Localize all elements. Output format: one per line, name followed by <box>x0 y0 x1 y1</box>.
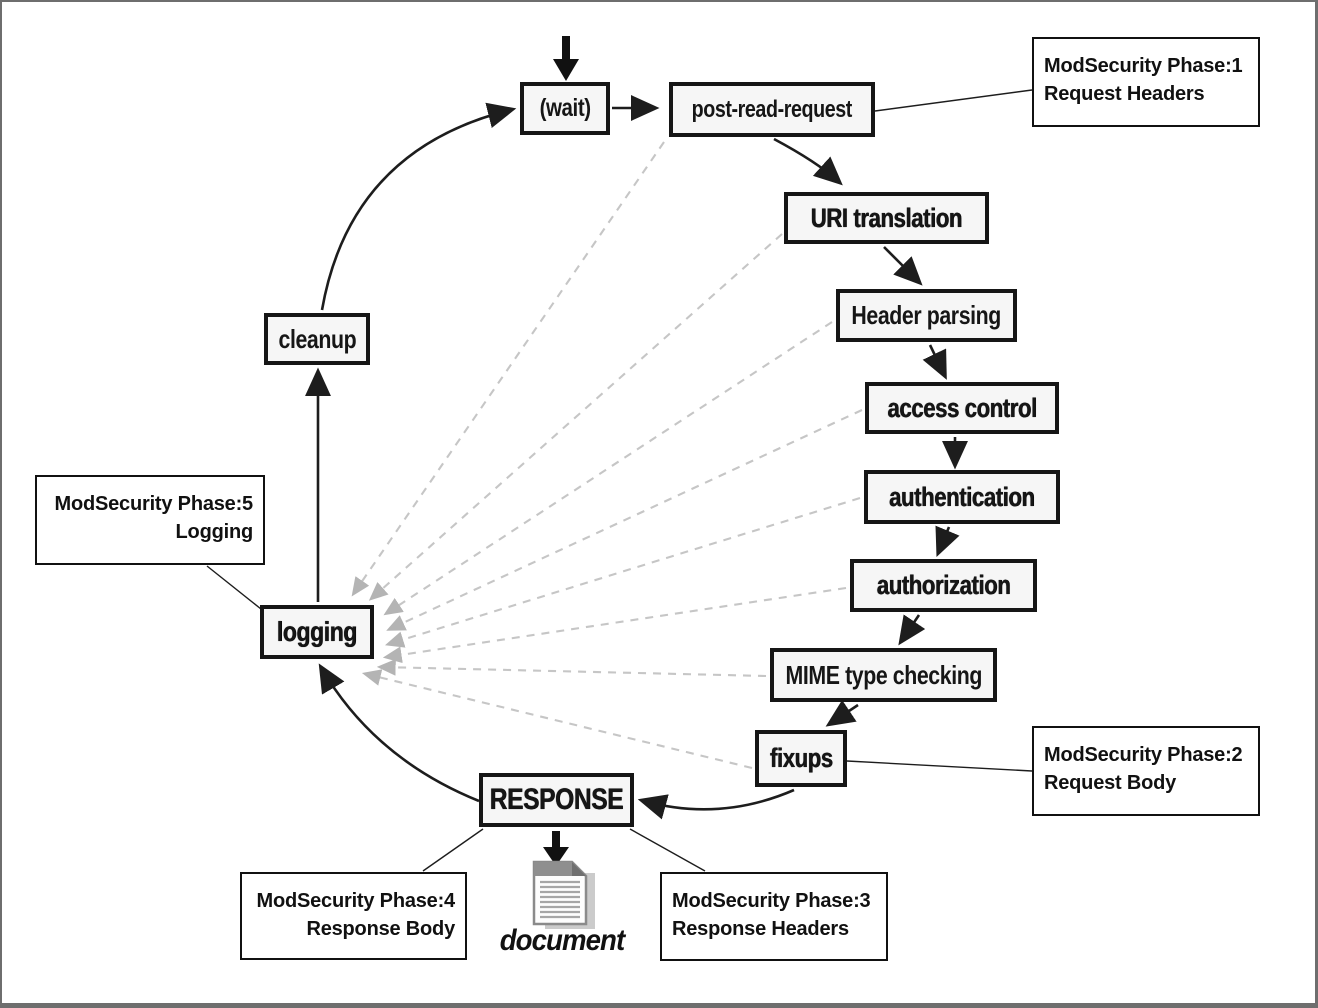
node-fixups-label: fixups <box>769 743 833 773</box>
callout-phase-5: ModSecurity Phase:5 Logging <box>35 475 265 565</box>
node-response: RESPONSE <box>479 773 634 827</box>
arrow-uri-to-header-parsing <box>883 246 923 286</box>
node-fixups: fixups <box>755 730 847 787</box>
arrow-header-to-access-control <box>922 344 947 380</box>
document-icon <box>532 860 595 929</box>
node-logging-label: logging <box>276 616 357 647</box>
connector-phase5 <box>206 565 262 610</box>
callout-phase-4: ModSecurity Phase:4 Response Body <box>240 872 467 960</box>
arrow-fixups-to-response <box>637 788 795 820</box>
connector-phase1 <box>874 89 1033 112</box>
node-wait-label: (wait) <box>539 94 591 122</box>
dashed-header-parsing-to-logging <box>383 321 833 616</box>
arrow-mime-to-fixups <box>825 699 859 727</box>
node-post-read-request-label: post-read-request <box>691 95 853 123</box>
dashed-uri-translation-to-logging <box>368 233 783 601</box>
node-uri-translation-label: URI translation <box>810 202 963 233</box>
node-response-label: RESPONSE <box>489 783 624 816</box>
node-access-control: access control <box>865 382 1059 434</box>
flow-arrows <box>305 95 968 820</box>
connector-phase2 <box>846 760 1033 772</box>
document-label: document <box>499 924 625 957</box>
connector-phase4 <box>422 828 484 872</box>
arrow-post-read-request-to-uri <box>773 137 843 186</box>
dashed-post-read-request-to-logging <box>351 141 665 597</box>
response-to-document-arrow <box>543 831 569 866</box>
arrow-authorization-to-mime <box>898 614 926 646</box>
node-authorization: authorization <box>850 559 1037 612</box>
connector-phase3 <box>629 828 706 872</box>
node-mime-type-checking-label: MIME type checking <box>785 659 982 690</box>
callout-phase-2: ModSecurity Phase:2 Request Body <box>1032 726 1260 816</box>
arrow-response-to-logging <box>318 663 480 803</box>
dashed-authentication-to-logging <box>384 496 861 648</box>
dashed-mime-type-checking-to-logging <box>376 658 767 678</box>
node-authentication: authentication <box>864 470 1060 524</box>
arrow-authentication-to-authorization <box>935 525 960 557</box>
entry-arrow <box>553 36 579 81</box>
callout-phase-1-line2: Request Headers <box>1044 83 1205 105</box>
callout-phase-2-line1: ModSecurity Phase:2 <box>1044 744 1243 766</box>
dashed-access-control-to-logging <box>386 409 863 631</box>
node-header-parsing-label: Header parsing <box>851 300 1002 330</box>
arrow-cleanup-to-wait <box>320 102 517 311</box>
callout-connectors <box>206 89 1033 872</box>
node-authentication-label: authentication <box>889 481 1035 512</box>
node-wait: (wait) <box>520 82 610 135</box>
callout-phase-1-line1: ModSecurity Phase:1 <box>1044 55 1243 77</box>
node-cleanup: cleanup <box>264 313 370 365</box>
logging-hook-dashed-arrows <box>351 141 863 770</box>
callout-phase-4-line2: Response Body <box>306 918 455 940</box>
callout-phase-3-line2: Response Headers <box>672 918 849 940</box>
node-uri-translation: URI translation <box>784 192 989 244</box>
callout-phase-3-line1: ModSecurity Phase:3 <box>672 890 871 912</box>
node-header-parsing: Header parsing <box>836 289 1017 342</box>
node-logging: logging <box>260 605 374 659</box>
dashed-authorization-to-logging <box>382 586 847 664</box>
node-post-read-request: post-read-request <box>669 82 875 137</box>
node-access-control-label: access control <box>887 392 1037 423</box>
callout-phase-4-line1: ModSecurity Phase:4 <box>256 890 456 912</box>
node-cleanup-label: cleanup <box>278 323 356 354</box>
node-authorization-label: authorization <box>876 570 1011 600</box>
callout-phase-2-line2: Request Body <box>1044 772 1177 794</box>
callout-phase-5-line1: ModSecurity Phase:5 <box>54 493 254 515</box>
node-mime-type-checking: MIME type checking <box>770 648 997 702</box>
callout-phase-1: ModSecurity Phase:1 Request Headers <box>1032 37 1260 127</box>
callout-phase-5-line2: Logging <box>175 521 254 543</box>
dashed-fixups-to-logging <box>361 669 753 770</box>
callout-phase-3: ModSecurity Phase:3 Response Headers <box>660 872 888 961</box>
